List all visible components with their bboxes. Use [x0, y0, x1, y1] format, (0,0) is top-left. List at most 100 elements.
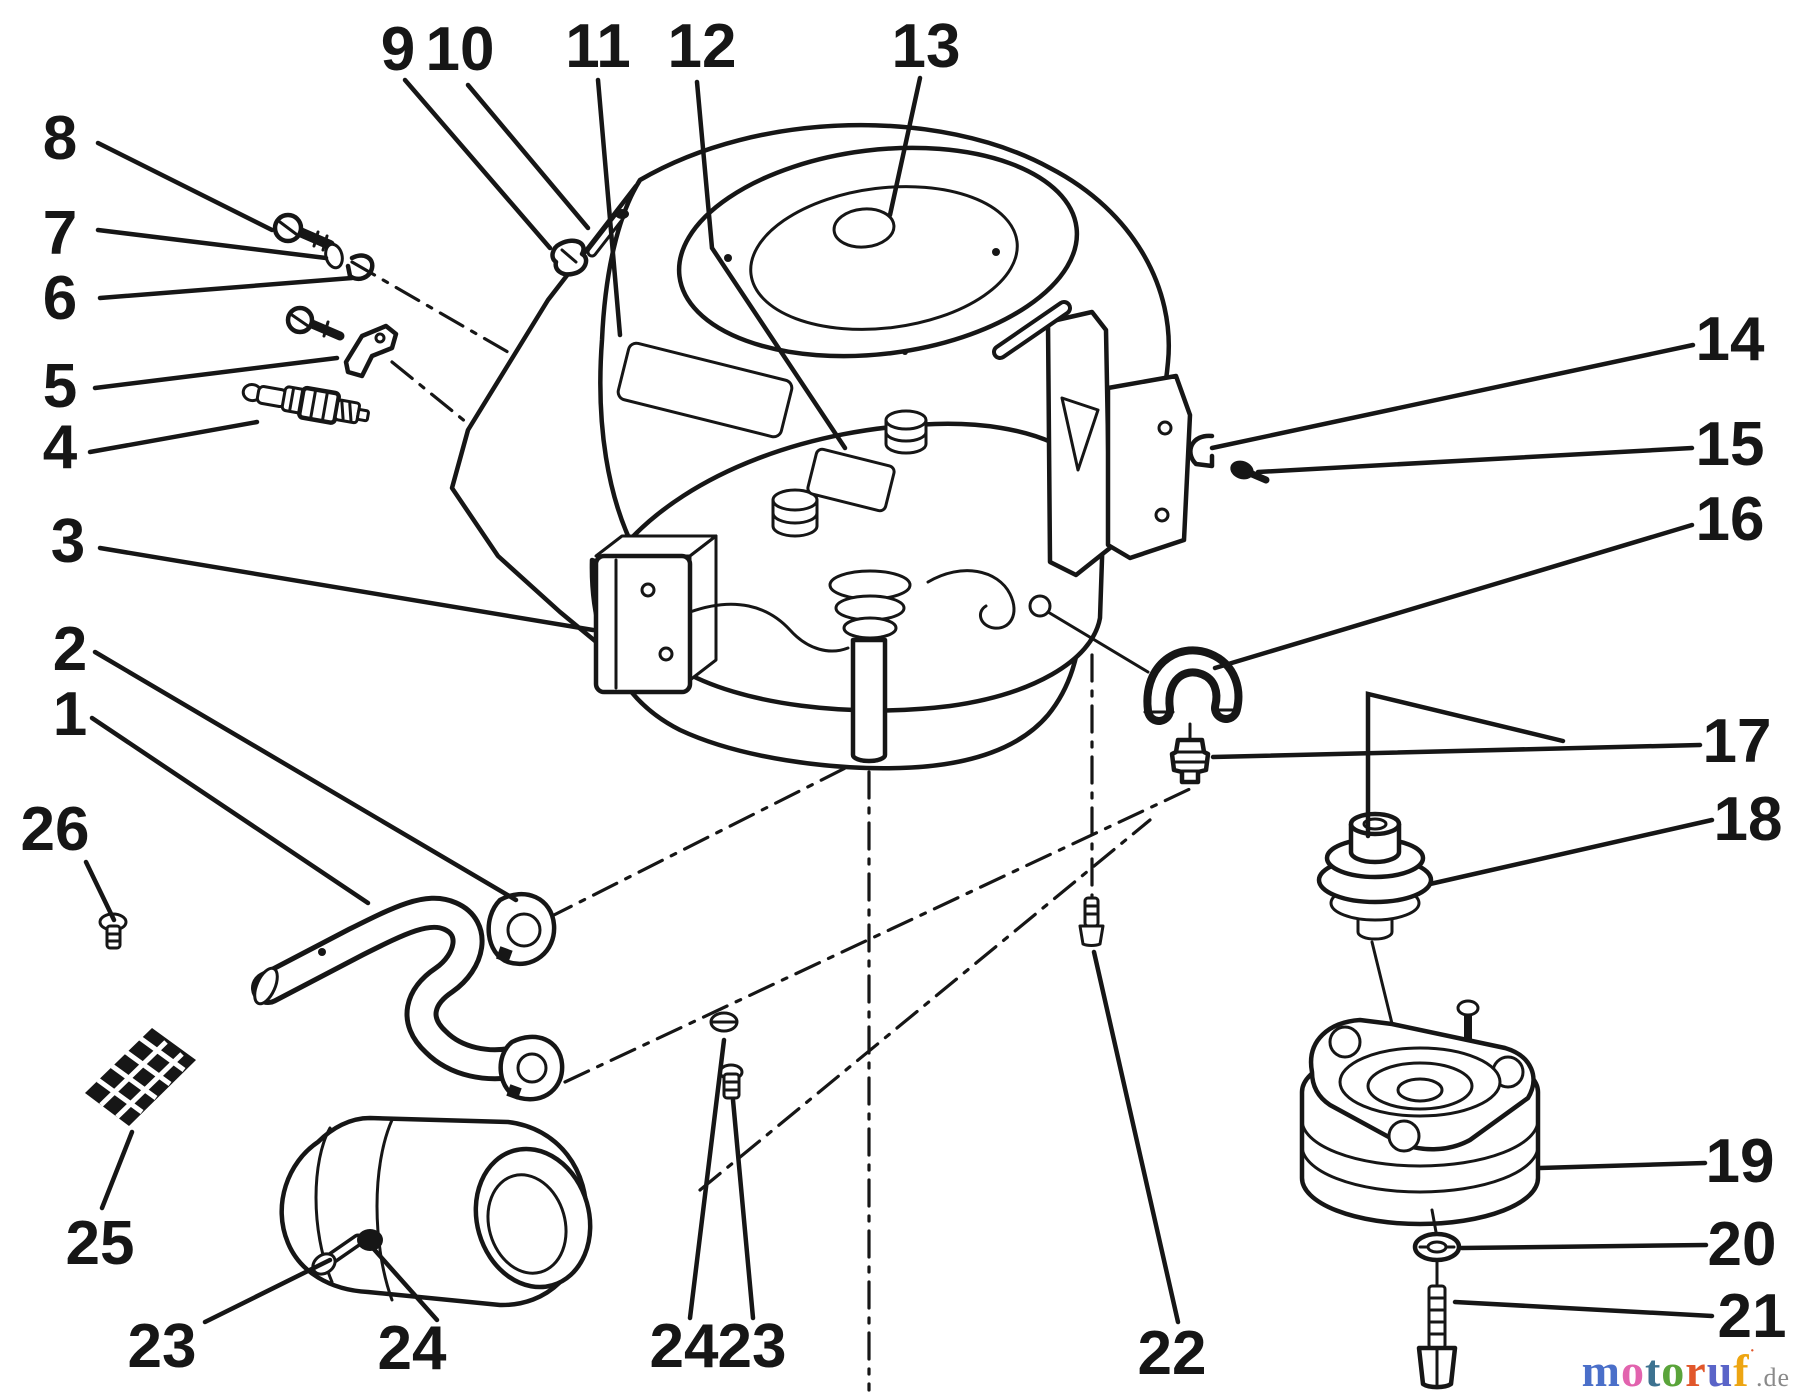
leader-15: [1255, 445, 1695, 475]
callout-24a: 24: [378, 1314, 447, 1383]
screw-15: [1230, 460, 1270, 484]
leader-10: [465, 82, 591, 231]
left-small-parts-drawing: [241, 209, 629, 425]
leader-4: [87, 419, 260, 455]
callout-leader-lines: [83, 75, 1715, 1325]
spark-plug-4: [241, 383, 370, 425]
elbow-fitting-16: [1143, 646, 1243, 725]
callout-labels: 1 2 3 4 5 6 7 8 9 10 11 12 13 14 15 16 1…: [21, 12, 1787, 1388]
callout-18: 18: [1714, 785, 1783, 854]
callout-21: 21: [1718, 1282, 1787, 1351]
callout-20: 20: [1708, 1210, 1777, 1279]
callout-2: 2: [53, 615, 87, 684]
callout-1: 1: [53, 680, 87, 749]
callout-13: 13: [892, 12, 961, 81]
engine-mount-plate: [992, 300, 1193, 578]
callout-24b: 24: [650, 1312, 719, 1381]
screw-8: [272, 212, 335, 252]
crankshaft-and-bellows: [828, 569, 912, 764]
callout-22: 22: [1138, 1319, 1207, 1388]
clip-9-detail: [560, 248, 578, 264]
clip-14: [1188, 433, 1215, 469]
leader-6: [97, 275, 355, 301]
logo-letter-r: r: [1685, 1345, 1707, 1396]
leader-20: [1459, 1242, 1709, 1251]
callout-10: 10: [426, 15, 495, 84]
bracket-strap: [343, 323, 399, 379]
callout-19: 19: [1706, 1127, 1775, 1196]
callout-25: 25: [66, 1209, 135, 1278]
callout-7: 7: [43, 199, 77, 268]
ignition-coil-box: [593, 534, 718, 695]
logo-letter-t: t: [1644, 1345, 1662, 1396]
hole-to-elbow-line: [1046, 610, 1150, 674]
callout-14: 14: [1696, 305, 1765, 374]
engine-base-washer: [709, 1011, 739, 1033]
callout-6: 6: [43, 264, 77, 333]
heat-shield-screen: [85, 1028, 196, 1126]
fitting-17: [1169, 737, 1211, 785]
clip-6: [345, 253, 375, 281]
callout-4: 4: [43, 413, 78, 482]
callout-3: 3: [51, 507, 85, 576]
leader-12: [694, 79, 848, 451]
callout-5: 5: [43, 352, 77, 421]
screw-5: [285, 305, 345, 341]
leader-24a: [369, 1244, 440, 1323]
engine-decal-large: [616, 341, 794, 439]
leader-14: [1209, 342, 1696, 451]
callout-11: 11: [565, 12, 631, 81]
callout-16: 16: [1696, 485, 1765, 554]
clutch-to-washer-line: [1430, 1208, 1438, 1234]
leader-17a: [1210, 742, 1703, 760]
exhaust-gasket: [486, 891, 557, 967]
shroud-inner-rim: [749, 185, 1019, 331]
callout-17: 17: [1703, 707, 1772, 776]
pin-10: [586, 209, 629, 258]
callout-12: 12: [668, 12, 737, 81]
tank-fitting-front: [771, 488, 819, 538]
callout-23b: 23: [718, 1312, 787, 1381]
oil-drain-hole: [1028, 594, 1052, 618]
washer-20: [1412, 1231, 1462, 1263]
motoruf-watermark: motoruf˙.de: [1582, 1348, 1790, 1394]
pipe-flange: [498, 1034, 565, 1102]
leader-3: [97, 545, 596, 633]
axis-exhaust-gasket: [546, 698, 982, 920]
logo-letter-m: m: [1581, 1345, 1621, 1396]
logo-letter-o2: o: [1661, 1345, 1686, 1396]
leader-23a: [202, 1257, 333, 1325]
leader-26: [83, 859, 117, 923]
tank-fitting-rear: [884, 409, 928, 455]
assembly-axis-lines: [350, 260, 1194, 1392]
engine-assembly-drawing: [449, 122, 1193, 771]
exhaust-assembly-drawing: [85, 891, 1105, 1308]
oil-fill-cap: [832, 207, 896, 249]
callout-8: 8: [43, 104, 77, 173]
rim-rivet-left: [724, 254, 732, 262]
leader-18: [1427, 817, 1715, 887]
axis-muffler-a: [563, 786, 1194, 1084]
pipe-open-end: [253, 966, 279, 1006]
leader-23b: [730, 1097, 756, 1321]
logo-letter-u: u: [1706, 1345, 1734, 1396]
callout-9: 9: [381, 15, 415, 84]
logo-letter-f: f: [1733, 1345, 1750, 1396]
leader-7: [95, 227, 329, 261]
throttle-linkage: [926, 569, 1016, 630]
engine-decal-small: [806, 447, 896, 513]
leader-9: [402, 77, 553, 251]
muffler-nut: [357, 1229, 383, 1251]
leader-13: [887, 75, 923, 218]
callout-15: 15: [1696, 410, 1765, 479]
muffler-canister: [279, 1115, 593, 1308]
axis-muffler-b: [698, 818, 1152, 1192]
coil-wire: [688, 602, 850, 653]
leader-22: [1091, 949, 1181, 1325]
leader-8: [95, 140, 275, 233]
callout-26: 26: [21, 795, 90, 864]
leader-25: [99, 1129, 135, 1211]
rim-rivet-right: [992, 248, 1000, 256]
logo-suffix: .de: [1755, 1363, 1790, 1392]
